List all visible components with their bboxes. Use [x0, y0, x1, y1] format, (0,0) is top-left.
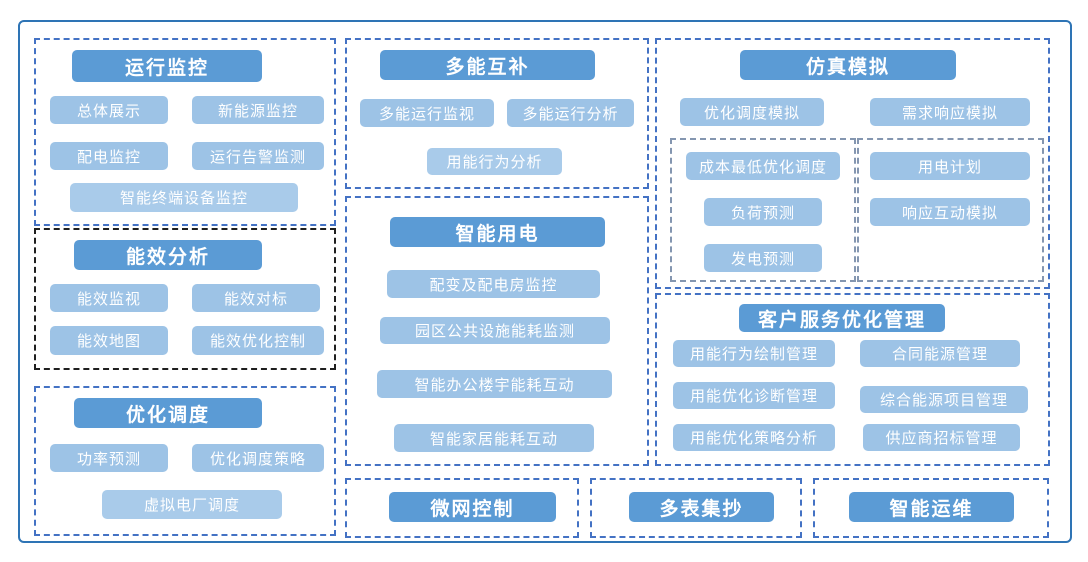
section-multi-energy-complementation: 多能互补 多能运行监视 多能运行分析 用能行为分析	[345, 38, 649, 189]
simulation-header: 仿真模拟	[740, 50, 956, 80]
module-pill: 优化调度策略	[192, 444, 324, 472]
section-optimal-dispatch: 优化调度 功率预测 优化调度策略 虚拟电厂调度	[34, 386, 336, 536]
module-pill: 优化调度模拟	[680, 98, 824, 126]
module-pill: 负荷预测	[704, 198, 822, 226]
module-pill: 虚拟电厂调度	[102, 490, 282, 519]
module-pill: 能效地图	[50, 326, 168, 355]
module-pill: 智能办公楼宇能耗互动	[377, 370, 612, 398]
intelligent-operation-maintenance-header: 智能运维	[849, 492, 1014, 522]
multi-energy-complementation-header: 多能互补	[380, 50, 595, 80]
module-pill: 功率预测	[50, 444, 168, 472]
module-pill: 综合能源项目管理	[860, 386, 1028, 413]
module-pill: 供应商招标管理	[863, 424, 1020, 451]
section-smart-power-consumption: 智能用电 配变及配电房监控 园区公共设施能耗监测 智能办公楼宇能耗互动 智能家居…	[345, 196, 649, 466]
module-pill: 智能终端设备监控	[70, 183, 298, 212]
optimal-dispatch-header: 优化调度	[74, 398, 262, 428]
section-simulation: 仿真模拟 优化调度模拟 需求响应模拟 成本最低优化调度 负荷预测 发电预测 用电…	[655, 38, 1050, 289]
module-pill: 用电计划	[870, 152, 1030, 180]
module-pill: 多能运行监视	[360, 99, 494, 127]
microgrid-control-header: 微网控制	[389, 492, 556, 522]
module-pill: 用能行为绘制管理	[673, 340, 835, 367]
module-pill: 能效优化控制	[192, 326, 324, 355]
module-pill: 多能运行分析	[507, 99, 634, 127]
module-pill: 新能源监控	[192, 96, 324, 124]
module-pill: 能效监视	[50, 284, 168, 312]
module-pill: 需求响应模拟	[870, 98, 1030, 126]
section-intelligent-operation-maintenance: 智能运维	[813, 478, 1049, 538]
section-microgrid-control: 微网控制	[345, 478, 579, 538]
module-pill: 响应互动模拟	[870, 198, 1030, 226]
module-pill: 运行告警监测	[192, 142, 324, 170]
energy-efficiency-analysis-header: 能效分析	[74, 240, 262, 270]
module-pill: 智能家居能耗互动	[394, 424, 594, 452]
customer-service-optimization-header: 客户服务优化管理	[739, 304, 945, 332]
simulation-subgroup-dispatch: 成本最低优化调度 负荷预测 发电预测	[670, 138, 856, 282]
module-pill: 总体展示	[50, 96, 168, 124]
smart-power-consumption-header: 智能用电	[390, 217, 605, 247]
module-pill: 发电预测	[704, 244, 822, 272]
module-pill: 合同能源管理	[860, 340, 1020, 367]
module-pill: 用能优化诊断管理	[673, 382, 835, 409]
module-pill: 配电监控	[50, 142, 168, 170]
operation-monitoring-header: 运行监控	[72, 50, 262, 82]
simulation-subgroup-response: 用电计划 响应互动模拟	[857, 138, 1044, 282]
section-energy-efficiency-analysis: 能效分析 能效监视 能效对标 能效地图 能效优化控制	[34, 228, 336, 370]
module-pill: 成本最低优化调度	[686, 152, 840, 180]
module-pill: 用能优化策略分析	[673, 424, 835, 451]
section-operation-monitoring: 运行监控 总体展示 新能源监控 配电监控 运行告警监测 智能终端设备监控	[34, 38, 336, 226]
module-pill: 用能行为分析	[427, 148, 562, 175]
section-customer-service-optimization: 客户服务优化管理 用能行为绘制管理 合同能源管理 用能优化诊断管理 综合能源项目…	[655, 293, 1050, 466]
module-pill: 园区公共设施能耗监测	[380, 317, 610, 344]
module-pill: 配变及配电房监控	[387, 270, 600, 298]
section-multi-meter-reading: 多表集抄	[590, 478, 802, 538]
module-pill: 能效对标	[192, 284, 320, 312]
multi-meter-reading-header: 多表集抄	[629, 492, 774, 522]
